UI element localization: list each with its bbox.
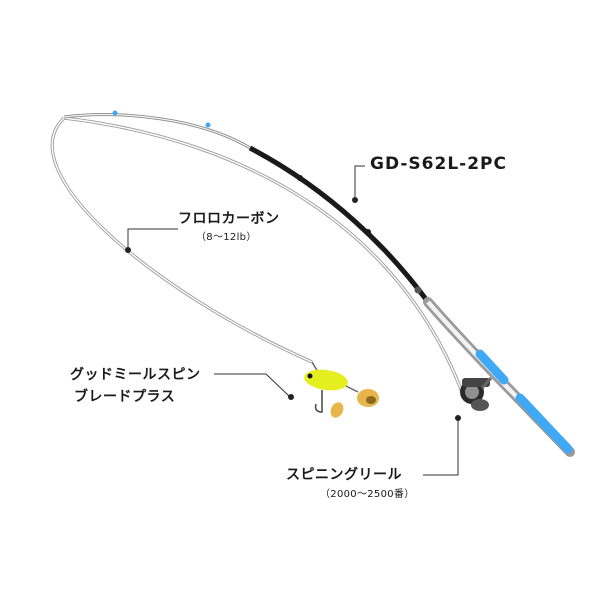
reel-label: スピニングリール xyxy=(286,467,402,483)
reel-callout xyxy=(423,420,459,476)
reel-spec-label: （2000～2500番） xyxy=(320,489,415,500)
line-spec-label: （8～12lb） xyxy=(196,232,257,243)
line-label: フロロカーボン xyxy=(178,211,280,227)
lure-label-line2: ブレードプラス xyxy=(74,389,176,405)
rod-guide xyxy=(414,286,422,294)
spinning-reel xyxy=(460,376,493,411)
lure-small-blade xyxy=(330,402,344,418)
rod-guide xyxy=(205,122,211,128)
lure-body xyxy=(304,369,348,391)
rod xyxy=(63,110,575,457)
rod-blank xyxy=(248,145,431,304)
rod-guide xyxy=(365,229,371,235)
rod-label: GD-S62L-2PC xyxy=(370,154,507,174)
rod-callout xyxy=(354,165,365,198)
lure-label-line1: グッドミールスピン xyxy=(70,367,201,383)
rod-grip-fore xyxy=(475,349,509,385)
callout-lines xyxy=(125,165,461,476)
rod-grip-rear xyxy=(515,393,573,454)
rod-tip xyxy=(63,113,251,150)
rod-guide xyxy=(297,175,303,181)
line-callout xyxy=(127,228,178,248)
rod-guide xyxy=(112,110,118,116)
lure-callout xyxy=(214,373,290,397)
blade-lure xyxy=(304,361,379,418)
fishing-line xyxy=(50,116,313,364)
